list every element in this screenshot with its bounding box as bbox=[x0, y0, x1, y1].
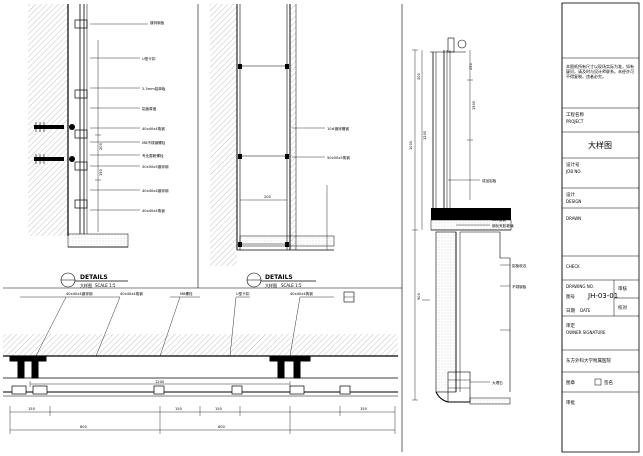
description-block: 本图纸所有尺寸以现场实际为准，如有疑问，请及时与设计师联系。未经许可不得复制，违… bbox=[566, 64, 634, 80]
design-label: 设计 bbox=[566, 191, 575, 198]
detail-title: DETAILS bbox=[80, 274, 108, 281]
callout-note: 专业膨胀螺栓 bbox=[142, 153, 164, 158]
remark-label-en: OWNER SIGNATURE bbox=[566, 330, 606, 335]
stamp-box bbox=[594, 378, 602, 386]
detail-scale: SCALE 1:5 bbox=[95, 283, 116, 288]
callout-note: 40x40x4角钢 bbox=[142, 208, 165, 213]
description-text: 本图纸所有尺寸以现场实际为准，如有疑问，请及时与设计师联系。未经许可不得复制，违… bbox=[566, 64, 634, 80]
stamp-label: 图章 bbox=[566, 379, 575, 386]
dimension-label: 300 bbox=[417, 72, 421, 80]
drawing-no-label: DRAWING NO. bbox=[566, 284, 594, 289]
dimension-label: 1200 bbox=[423, 130, 427, 140]
dimension-label: 1000 bbox=[409, 140, 413, 150]
callout-note: 10#镀锌槽钢 bbox=[327, 126, 349, 131]
notes-top-middle: 10#镀锌槽钢 50x50x5角钢 bbox=[327, 126, 350, 160]
scale-label: 图号 bbox=[566, 294, 575, 300]
callout-note: 40x40x4角钢 bbox=[142, 126, 165, 131]
dimension-label: 150 bbox=[215, 407, 223, 411]
detail-bottom: 40x40x4镀锌钢 40x40x4角钢 M8螺栓 U型卡扣 40x40x4角钢 120… bbox=[3, 291, 398, 434]
callout-note: 成品铝板 bbox=[482, 178, 497, 183]
dimension-label: 150 bbox=[99, 168, 103, 176]
detail-subtitle: 大样图 bbox=[80, 282, 92, 288]
dims-top-left: 200 150 bbox=[99, 142, 103, 176]
dimension-label: 150 bbox=[175, 407, 183, 411]
callout-note: M8螺栓 bbox=[180, 291, 193, 296]
date-en: DATE bbox=[580, 308, 591, 313]
checked-label: 校对 bbox=[618, 304, 627, 311]
callout-note: 铝板收边 bbox=[512, 263, 527, 268]
dims-section: 300 1000 900 1500 1200 250 bbox=[409, 62, 476, 300]
title-block: 本图纸所有尺寸以现场实际为准，如有疑问，请及时与设计师联系。未经许可不得复制，违… bbox=[561, 2, 640, 453]
dimension-label: 250 bbox=[469, 62, 473, 70]
dimension-label: 200 bbox=[99, 142, 103, 150]
design-en: DESIGN bbox=[566, 199, 581, 204]
remark-label: 审定 bbox=[566, 322, 575, 329]
dimension-label: 150 bbox=[28, 407, 36, 411]
detail-subtitle: 大样图 bbox=[265, 282, 277, 288]
approved-label: 审核 bbox=[618, 285, 627, 292]
detail-title: DETAILS bbox=[265, 274, 293, 281]
section-marker-bottom bbox=[343, 291, 355, 303]
detail-top-middle: 10#镀锌槽钢 50x50x5角钢 200 DETAILS 大样图 SCALE 1… bbox=[210, 4, 350, 288]
callout-note: 铝板 bbox=[492, 210, 500, 215]
job-no-en: JOB NO. bbox=[565, 169, 582, 174]
leaders-top-left bbox=[90, 23, 148, 211]
callout-note: 40x40x4镀锌钢 bbox=[142, 188, 169, 193]
dimension-label: 1200 bbox=[155, 380, 165, 384]
callout-note: 5x5角钢 bbox=[492, 217, 506, 222]
detail-tag-top-middle: DETAILS 大样图 SCALE 1:5 bbox=[246, 272, 316, 288]
dimension-label: 600 bbox=[80, 425, 88, 429]
callout-note: 40x40x4角钢 bbox=[120, 291, 143, 296]
callout-note: 40x40x4镀锌钢 bbox=[66, 291, 93, 296]
dims-top-middle: 200 bbox=[264, 195, 272, 199]
project-label: 工程名称 bbox=[566, 111, 584, 118]
callout-note: 铝板厚度 bbox=[142, 106, 157, 111]
callout-note: U型卡扣 bbox=[142, 56, 156, 61]
company-name: 东方外科大学附属医院 bbox=[566, 357, 611, 364]
dimension-label: 200 bbox=[264, 195, 272, 199]
sign-label: 签名 bbox=[604, 379, 613, 386]
job-no-label: 设计号 bbox=[566, 161, 580, 168]
dimension-label: 1500 bbox=[472, 100, 476, 110]
detail-tag-top-left: DETAILS 大样图 SCALE 1:5 bbox=[60, 272, 128, 288]
notes-bottom: 40x40x4镀锌钢 40x40x4角钢 M8螺栓 U型卡扣 40x40x4角钢 bbox=[66, 291, 313, 296]
leaders-section bbox=[448, 179, 510, 383]
callout-note: 大理石 bbox=[492, 380, 503, 385]
callout-note: 50x50x5角钢 bbox=[327, 155, 350, 160]
approval-label: 审批 bbox=[566, 399, 575, 406]
callout-note: 2.3mm铝单板 bbox=[142, 86, 166, 91]
drawing-no: JH-03-01 bbox=[587, 292, 618, 300]
detail-scale: SCALE 1:5 bbox=[281, 283, 302, 288]
dims-bottom: 1200 150 600 150 150 600 150 bbox=[28, 380, 368, 429]
dimension-label: 150 bbox=[360, 407, 368, 411]
callout-note: 镀锌钢板 bbox=[150, 20, 165, 25]
leaders-bottom bbox=[20, 296, 334, 357]
callout-note: 不锈钢板 bbox=[512, 284, 527, 289]
callout-note: 50x50x5镀锌钢 bbox=[142, 164, 169, 169]
project-label-en: PROJECT bbox=[566, 119, 584, 124]
check-label: CHECK bbox=[566, 264, 580, 269]
callout-note: 钢化夹胶玻璃 bbox=[492, 223, 514, 228]
dimension-label: 600 bbox=[218, 425, 226, 429]
callout-note: 40x40x4角钢 bbox=[290, 291, 313, 296]
date-label: 日期 bbox=[566, 308, 575, 314]
callout-note: M8不锈钢螺栓 bbox=[142, 140, 166, 145]
dimension-label: 900 bbox=[417, 292, 421, 300]
drawing-name: 大样图 bbox=[588, 140, 612, 150]
drawn-label: DRAWN bbox=[566, 216, 581, 221]
callout-note: U型卡扣 bbox=[236, 291, 250, 296]
